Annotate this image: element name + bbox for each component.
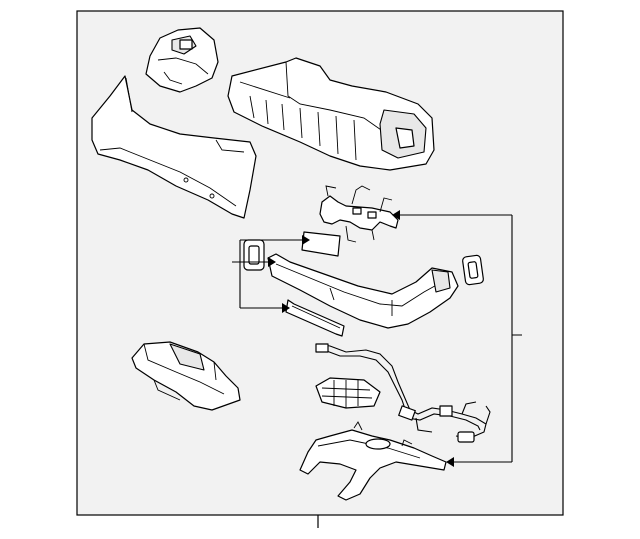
- console-body[interactable]: [227, 57, 435, 171]
- side-trim-panel[interactable]: [91, 75, 257, 219]
- leader-lines: [232, 210, 522, 467]
- storage-compartment[interactable]: [131, 341, 241, 411]
- right-grommet[interactable]: [462, 254, 484, 286]
- mounting-bracket[interactable]: [319, 185, 399, 243]
- wiring-harness[interactable]: [315, 343, 491, 443]
- left-grommet[interactable]: [243, 239, 265, 271]
- connector-module[interactable]: [315, 377, 381, 409]
- upper-trim-bezel[interactable]: [267, 253, 459, 329]
- base-bracket[interactable]: [299, 421, 447, 501]
- rear-trim-bracket[interactable]: [145, 27, 219, 93]
- trim-strip[interactable]: [285, 299, 345, 337]
